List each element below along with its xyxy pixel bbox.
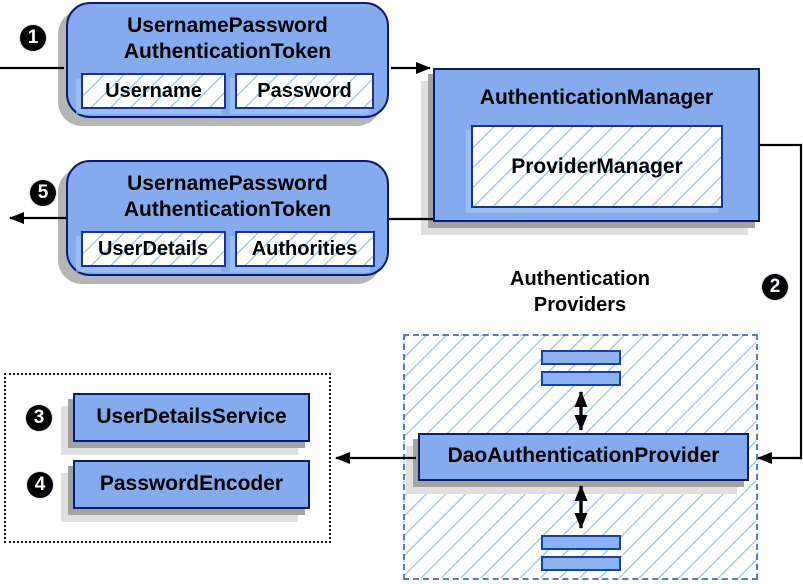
username-password-token-response-node: UsernamePassword AuthenticationToken Use… — [66, 160, 389, 276]
step-2-badge: 2 — [762, 274, 788, 300]
step-5-badge: 5 — [30, 180, 56, 206]
authentication-manager-title: AuthenticationManager — [479, 86, 714, 109]
step-4-badge: 4 — [27, 472, 53, 498]
provider-stack-bottom-bar-2 — [541, 556, 621, 571]
provider-stack-top-bar-1 — [541, 350, 621, 365]
token-request-title-line2: AuthenticationToken — [123, 40, 332, 63]
step-1-badge: 1 — [20, 25, 46, 51]
token-request-fields: Username Password — [68, 73, 387, 109]
token-response-title-line2: AuthenticationToken — [123, 198, 332, 221]
token-response-title-line1: UsernamePassword — [127, 172, 328, 195]
provider-manager-node: ProviderManager — [471, 125, 723, 208]
password-encoder-node: PasswordEncoder — [73, 460, 310, 509]
token-response-title: UsernamePassword AuthenticationToken — [68, 162, 387, 223]
dao-authentication-provider-node: DaoAuthenticationProvider — [418, 433, 749, 481]
authentication-manager-node: AuthenticationManager ProviderManager — [433, 68, 760, 222]
provider-stack-top-bar-2 — [541, 371, 621, 386]
username-field: Username — [81, 73, 226, 109]
password-field: Password — [235, 73, 374, 109]
authorities-field: Authorities — [234, 231, 375, 267]
step-3-badge: 3 — [26, 405, 52, 431]
user-details-service-node: UserDetailsService — [73, 393, 310, 442]
heading-line1: Authentication — [510, 268, 650, 290]
user-details-field: UserDetails — [80, 231, 226, 267]
token-request-title-line1: UsernamePassword — [127, 14, 328, 37]
provider-stack-bottom-bar-1 — [541, 535, 621, 550]
arrow-manager-to-dao-provider — [757, 143, 803, 464]
token-response-fields: UserDetails Authorities — [68, 231, 387, 267]
username-password-token-request-node: UsernamePassword AuthenticationToken Use… — [66, 2, 389, 118]
token-request-title: UsernamePassword AuthenticationToken — [68, 4, 387, 65]
authentication-providers-heading: Authentication Providers — [450, 266, 710, 318]
heading-line2: Providers — [533, 294, 627, 316]
